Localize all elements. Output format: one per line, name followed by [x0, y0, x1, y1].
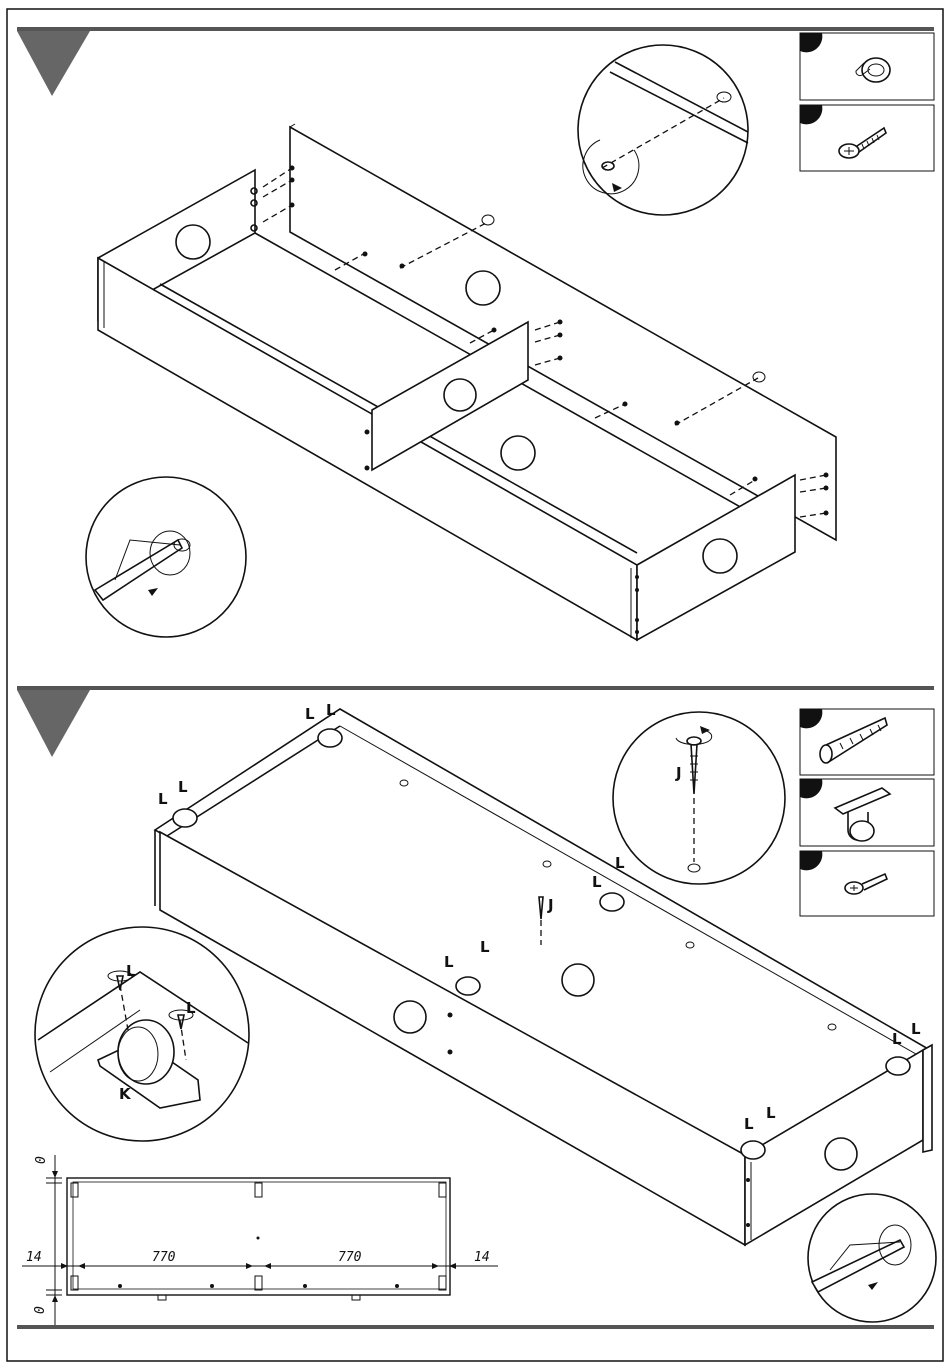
label-l: L [158, 790, 168, 808]
dim-span-left: 770 [152, 1250, 176, 1265]
step-2-badge-icon [17, 690, 90, 757]
label-l: L [766, 1104, 776, 1122]
label-l: L [326, 701, 336, 719]
label-k: K [119, 1085, 132, 1103]
detail-screw-j: J [613, 712, 785, 884]
drawer-box [98, 124, 836, 640]
detail-screwdriver-2 [808, 1194, 936, 1322]
step-2-hardware-box-3 [800, 851, 934, 916]
caster-layout-diagram: 0 0 14 770 770 14 [22, 1155, 498, 1325]
step-1-hardware-box-1 [800, 33, 934, 100]
label-j-detail: J [675, 764, 682, 782]
step-2-header-bar [17, 686, 934, 690]
dim-bottom-gap: 0 [33, 1306, 48, 1314]
label-l: L [892, 1030, 902, 1048]
label-l: L [911, 1020, 921, 1038]
footer-bar [17, 1325, 934, 1329]
step-1-header-bar [17, 27, 934, 31]
detail-caster-mount: L L K [35, 927, 249, 1141]
label-l: L [444, 953, 454, 971]
label-l: L [744, 1115, 754, 1133]
label-l-detail: L [126, 962, 136, 980]
step-2-hardware-box-2 [800, 779, 934, 846]
dim-span-right: 770 [338, 1250, 362, 1265]
label-l: L [480, 938, 490, 956]
step-2-hardware-box-1 [800, 709, 934, 775]
label-l: L [305, 705, 315, 723]
label-l: L [178, 778, 188, 796]
label-l-detail: L [186, 999, 196, 1017]
dim-left-offset: 14 [26, 1250, 42, 1265]
detail-screwdriver-1 [86, 477, 246, 637]
step-2-panel: J [17, 686, 936, 1329]
step-1-hardware-box-2 [800, 105, 934, 171]
dim-top-gap: 0 [34, 1156, 49, 1164]
detail-knob-attach [578, 45, 748, 215]
step-1-badge-icon [17, 31, 90, 96]
label-l: L [592, 873, 602, 891]
label-j: J [547, 896, 554, 914]
label-l: L [615, 854, 625, 872]
step-1-panel [17, 27, 934, 640]
dim-right-offset: 14 [474, 1250, 490, 1265]
